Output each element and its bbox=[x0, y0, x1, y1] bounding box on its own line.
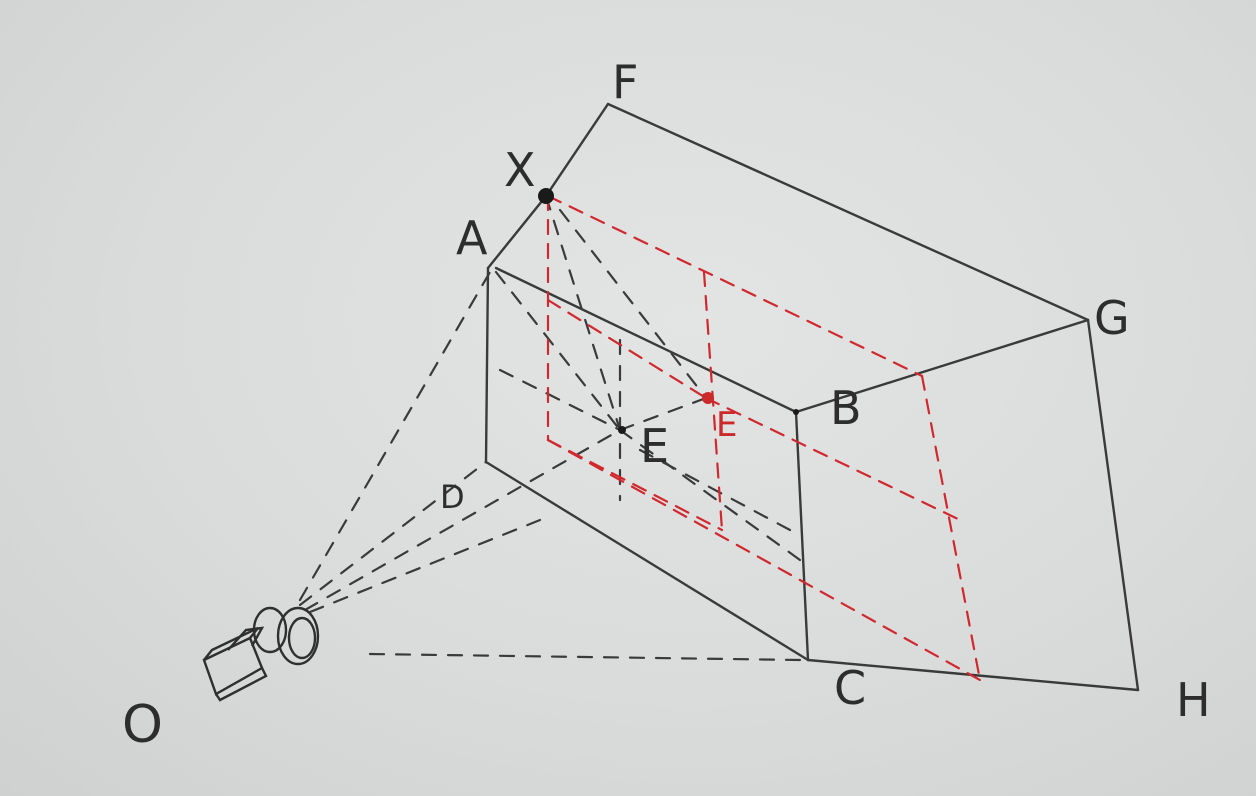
edge-b-g bbox=[794, 318, 1090, 414]
dash-a-e bbox=[494, 270, 622, 432]
label-f: F bbox=[612, 55, 638, 109]
point-e bbox=[618, 426, 626, 434]
point-b bbox=[793, 409, 799, 415]
sight-line-a bbox=[298, 270, 492, 602]
label-c: C bbox=[834, 661, 866, 715]
label-g: G bbox=[1094, 291, 1130, 345]
dash-x-e bbox=[544, 194, 622, 432]
label-a: A bbox=[456, 211, 488, 265]
edge-d-c bbox=[484, 460, 810, 662]
red-edge-top bbox=[546, 194, 924, 378]
sight-line-low bbox=[308, 518, 542, 614]
red-edge-right bbox=[920, 374, 982, 682]
label-e-red: E bbox=[716, 405, 737, 445]
label-e: E bbox=[640, 419, 669, 473]
dash-e-c bbox=[618, 428, 802, 562]
edge-a-b bbox=[494, 266, 798, 414]
sight-line-c bbox=[368, 652, 802, 662]
red-edge-bottom bbox=[546, 438, 982, 682]
dash-left-e bbox=[498, 368, 622, 432]
edge-a-d bbox=[484, 266, 490, 464]
label-d: D bbox=[440, 478, 465, 516]
vertex-labels: F X A G B E E D C H O bbox=[122, 55, 1211, 755]
point-e-red bbox=[702, 392, 714, 404]
red-edge-lower bbox=[546, 438, 724, 532]
dash-x-ered bbox=[558, 208, 708, 400]
red-edge-mid-right bbox=[704, 396, 962, 522]
camera-icon bbox=[202, 606, 320, 702]
black-dashed-lines bbox=[298, 194, 802, 662]
box-solid-edges bbox=[484, 102, 1140, 692]
edge-g-h bbox=[1086, 318, 1140, 692]
point-x bbox=[538, 188, 554, 204]
red-edge-mid-horizontal bbox=[546, 298, 708, 400]
label-h: H bbox=[1176, 673, 1211, 727]
edge-f-g bbox=[606, 102, 1090, 322]
red-dashed-box bbox=[546, 194, 982, 682]
label-x: X bbox=[504, 143, 536, 197]
label-b: B bbox=[830, 381, 862, 435]
label-o: O bbox=[122, 695, 163, 755]
sight-line-e bbox=[303, 428, 622, 612]
edge-b-c bbox=[794, 410, 810, 662]
sight-line-d bbox=[298, 460, 488, 607]
dash-e-right bbox=[638, 448, 792, 532]
